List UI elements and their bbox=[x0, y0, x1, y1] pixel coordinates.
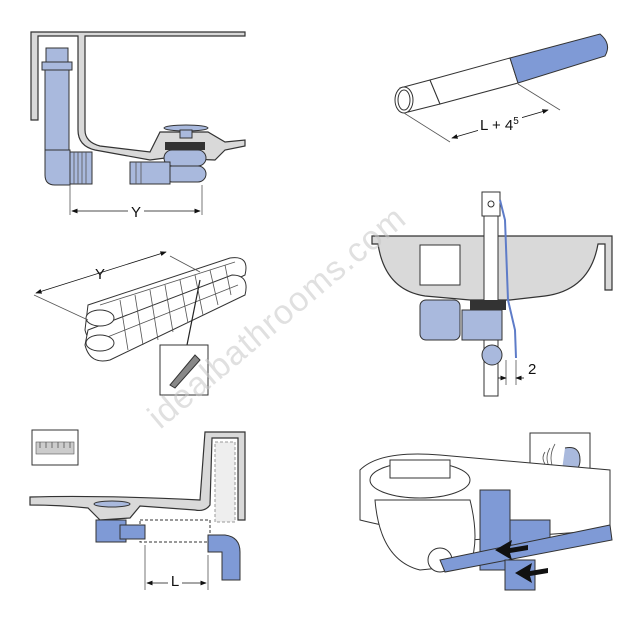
waste-valve bbox=[129, 124, 209, 185]
dimension-l-plus-label: L + 45 bbox=[480, 116, 519, 134]
corrugated-hose bbox=[84, 257, 247, 362]
dimension-l-label: L bbox=[171, 573, 179, 590]
panel-overflow-section: Y bbox=[30, 31, 246, 221]
knife-inset bbox=[159, 344, 209, 396]
dimension-2-label: 2 bbox=[528, 361, 536, 378]
corrugated-outlet bbox=[69, 151, 93, 185]
waste-valve bbox=[93, 500, 241, 581]
panel-pipe-cut: L + 45 bbox=[394, 33, 609, 143]
panel-bath-connection: L bbox=[29, 429, 246, 590]
panel-sink-rod: 2 bbox=[371, 191, 613, 397]
scale-inset bbox=[31, 429, 79, 466]
overflow-pipe bbox=[41, 47, 93, 186]
pop-up-waste bbox=[419, 244, 506, 366]
panel-hose-cut: Y bbox=[33, 251, 247, 396]
dimension-y-label: Y bbox=[95, 266, 105, 283]
dimension-y-label: Y bbox=[131, 204, 141, 221]
panel-click-fit bbox=[359, 432, 613, 591]
